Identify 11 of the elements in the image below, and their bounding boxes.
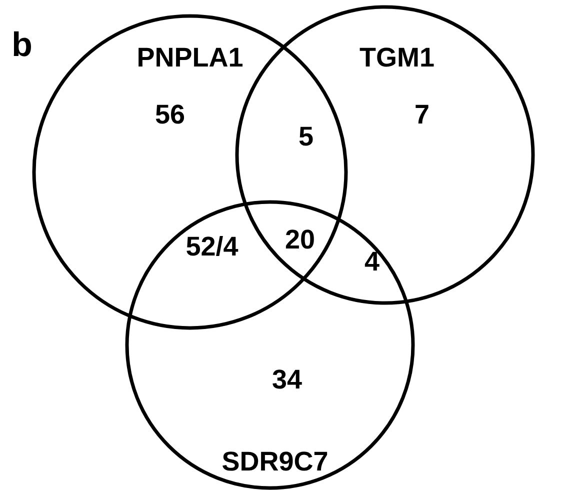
region-count: 20 xyxy=(284,226,316,254)
region-count: 34 xyxy=(272,366,302,394)
region-count: 56 xyxy=(154,102,186,128)
region-count: 5 xyxy=(298,124,314,150)
region-count: 52/4 xyxy=(186,234,238,260)
set-label: SDR9C7 xyxy=(222,448,328,476)
region-count: 4 xyxy=(364,248,380,276)
set-label: TGM1 xyxy=(360,44,434,72)
region-count: 7 xyxy=(414,102,430,128)
set-label: PNPLA1 xyxy=(136,44,244,72)
panel-letter: b xyxy=(12,28,32,62)
